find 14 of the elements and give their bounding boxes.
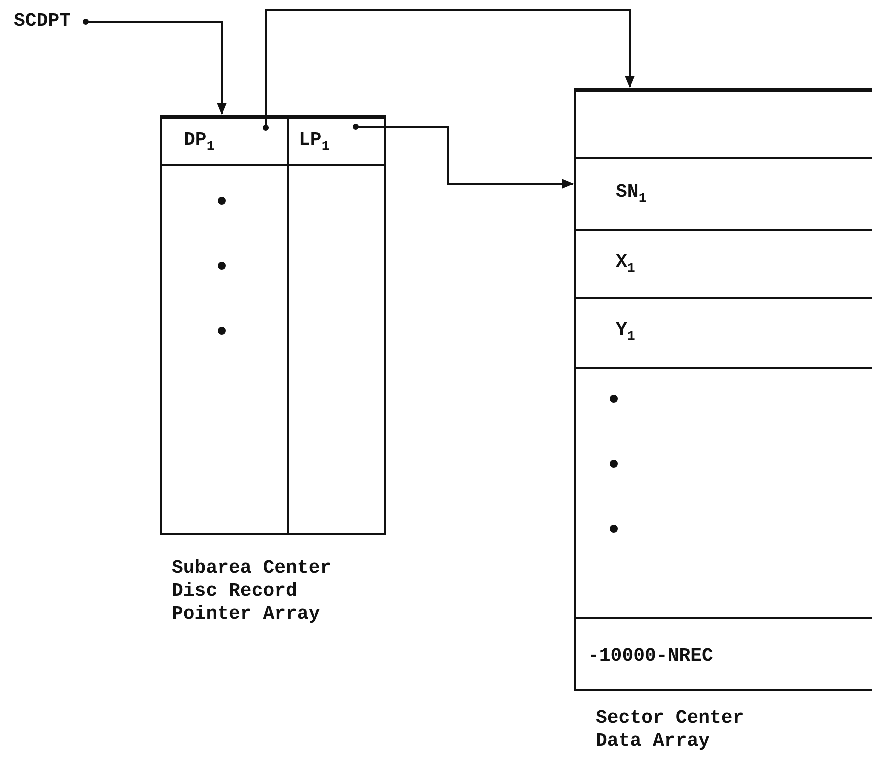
cell-label: -10000-NREC [588, 645, 714, 667]
cell-label: DP$_{1}$ [184, 129, 215, 154]
pointer-arrow [353, 124, 574, 189]
array-caption: Sector Center Data Array [596, 707, 746, 753]
array-cell [162, 164, 289, 535]
pointer-arrow [83, 19, 227, 115]
pointer-arrow [263, 9, 635, 131]
cell-label: Y$_{1}$ [616, 319, 636, 344]
cell-label: LP$_{1}$ [299, 129, 330, 154]
cell-label: X$_{1}$ [616, 251, 636, 276]
cell-label: SN$_{1}$ [616, 181, 647, 206]
array-caption: Subarea Center Disc Record Pointer Array [172, 557, 333, 626]
array-cell [162, 117, 289, 164]
pointer-name: SCDPT [14, 10, 84, 34]
